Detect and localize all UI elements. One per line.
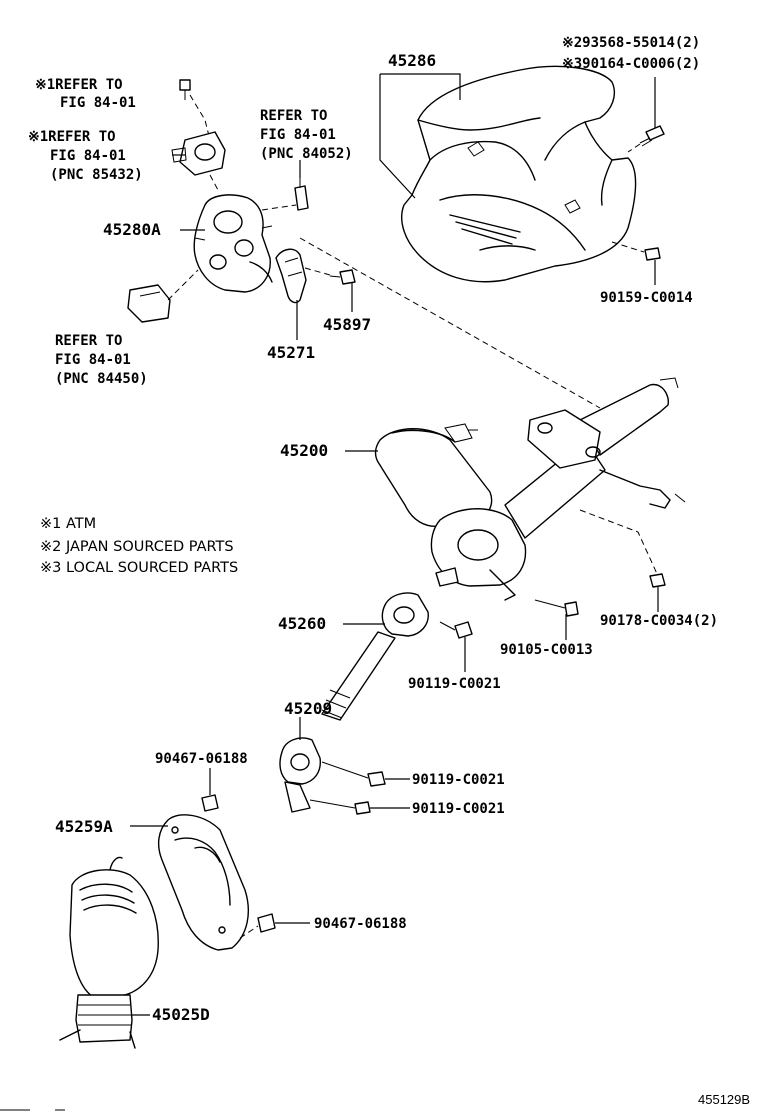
label-90105-C0013: 90105-C0013 [500, 642, 593, 658]
lock-housing-45280A-drawing [193, 194, 273, 293]
sensor-84052-drawing [294, 178, 309, 211]
label-90164-C0006: ※390164-C0006(2) [562, 56, 700, 72]
column-cover-drawing [401, 65, 637, 283]
refer-3-line-1: REFER TO [260, 108, 327, 124]
bolt-90119-mid-drawing [321, 761, 386, 787]
refer-1-line-2: FIG 84-01 [60, 95, 136, 111]
bolt-90105-drawing [534, 599, 579, 617]
figure-id: 455129B [698, 1092, 750, 1107]
nut-90178-drawing [649, 573, 666, 588]
label-45271: 45271 [267, 343, 315, 362]
legend-local-sourced: ※3 LOCAL SOURCED PARTS [40, 560, 238, 576]
label-45286: 45286 [388, 51, 436, 70]
screw-90164-drawing [639, 125, 665, 147]
refer-2-line-2: FIG 84-01 [50, 148, 126, 164]
clip-90467-low-drawing [257, 913, 276, 933]
refer-1-line-1: ※1REFER TO [35, 77, 123, 93]
label-90467-06188-low: 90467-06188 [314, 916, 407, 932]
clip-90467-top-drawing [201, 794, 219, 812]
bracket-45271-drawing [275, 248, 307, 304]
legend-atm: ※1 ATM [40, 516, 96, 532]
label-90178-C0034: 90178-C0034(2) [600, 613, 718, 629]
refer-3-line-2: FIG 84-01 [260, 127, 336, 143]
label-45280A: 45280A [103, 220, 161, 239]
refer-4-line-2: FIG 84-01 [55, 352, 131, 368]
label-90119-C0021-low: 90119-C0021 [412, 801, 505, 817]
label-45200: 45200 [280, 441, 328, 460]
refer-2-line-3: (PNC 85432) [50, 167, 143, 183]
bolt-45897-drawing [329, 269, 356, 285]
screw-90159-drawing [644, 247, 661, 261]
refer-3-line-3: (PNC 84052) [260, 146, 353, 162]
refer-4-line-3: (PNC 84450) [55, 371, 148, 387]
label-45260: 45260 [278, 614, 326, 633]
boot-45025D-drawing [59, 856, 159, 1049]
switch-85432-drawing [171, 131, 226, 176]
label-90119-C0021-mid: 90119-C0021 [412, 772, 505, 788]
label-90159-C0014: 90159-C0014 [600, 290, 693, 306]
label-45209: 45209 [284, 699, 332, 718]
bolt-90119-top-drawing [439, 621, 473, 639]
refer-2-line-1: ※1REFER TO [28, 129, 116, 145]
bolt-90119-low-drawing [309, 799, 371, 815]
ujoint-45209-drawing [279, 737, 321, 813]
cover-45259A-drawing [157, 814, 249, 951]
label-45259A: 45259A [55, 817, 113, 836]
module-84450-drawing [127, 284, 171, 323]
label-90467-06188-top: 90467-06188 [155, 751, 248, 767]
label-90119-C0021-top: 90119-C0021 [408, 676, 501, 692]
refer-4-line-1: REFER TO [55, 333, 122, 349]
legend-japan-sourced: ※2 JAPAN SOURCED PARTS [40, 539, 234, 555]
label-93568-55014: ※293568-55014(2) [562, 35, 700, 51]
shaft-45260-drawing [321, 592, 429, 721]
label-45025D: 45025D [152, 1005, 210, 1024]
bolt-top-drawing [179, 79, 191, 100]
steering-column-45200-drawing [374, 377, 686, 601]
label-45897: 45897 [323, 315, 371, 334]
